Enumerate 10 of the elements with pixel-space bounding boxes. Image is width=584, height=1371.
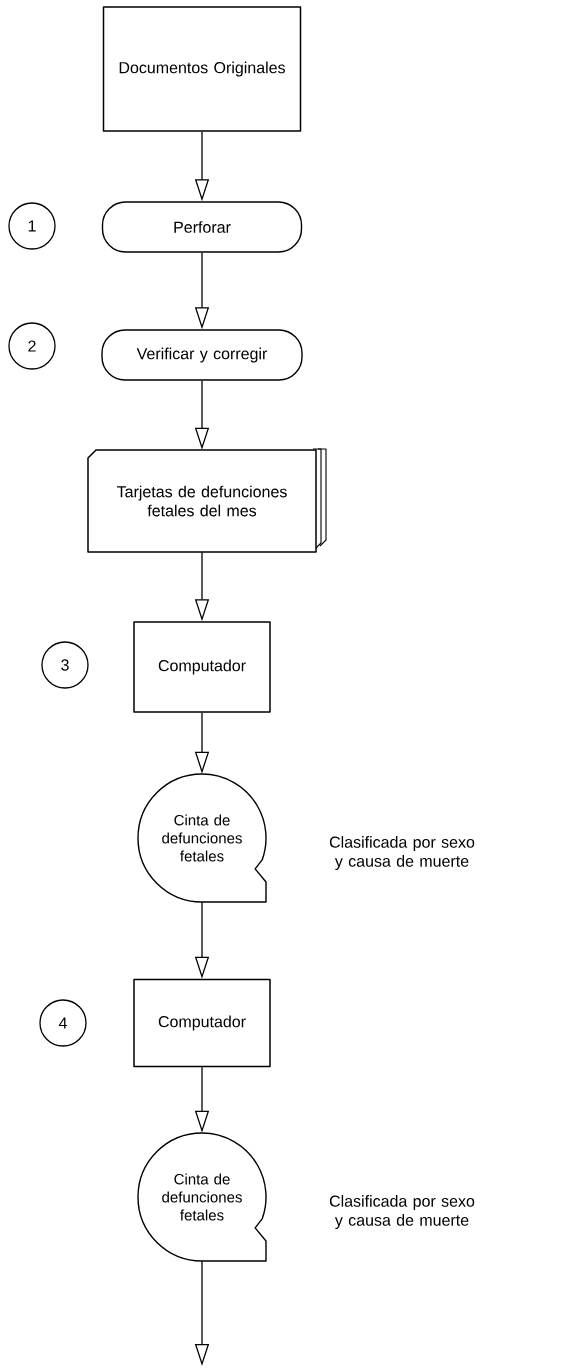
process-box: Computador: [133, 621, 271, 713]
magnetic-tape: Cinta de defunciones fetales: [137, 773, 267, 903]
card-stack: Tarjetas de defunciones fetales del mes: [87, 448, 327, 553]
process-box: Computador: [133, 978, 271, 1068]
process-terminal: Perforar: [101, 201, 303, 253]
process-terminal: Verificar y corregir: [101, 329, 303, 381]
annotation-text: Clasificada por sexo y causa de muerte: [329, 836, 475, 870]
process-box: Documentos Originales: [102, 6, 302, 132]
annotation-text: Clasificada por sexo y causa de muerte: [329, 1195, 475, 1229]
magnetic-tape: Cinta de defunciones fetales: [137, 1132, 267, 1262]
